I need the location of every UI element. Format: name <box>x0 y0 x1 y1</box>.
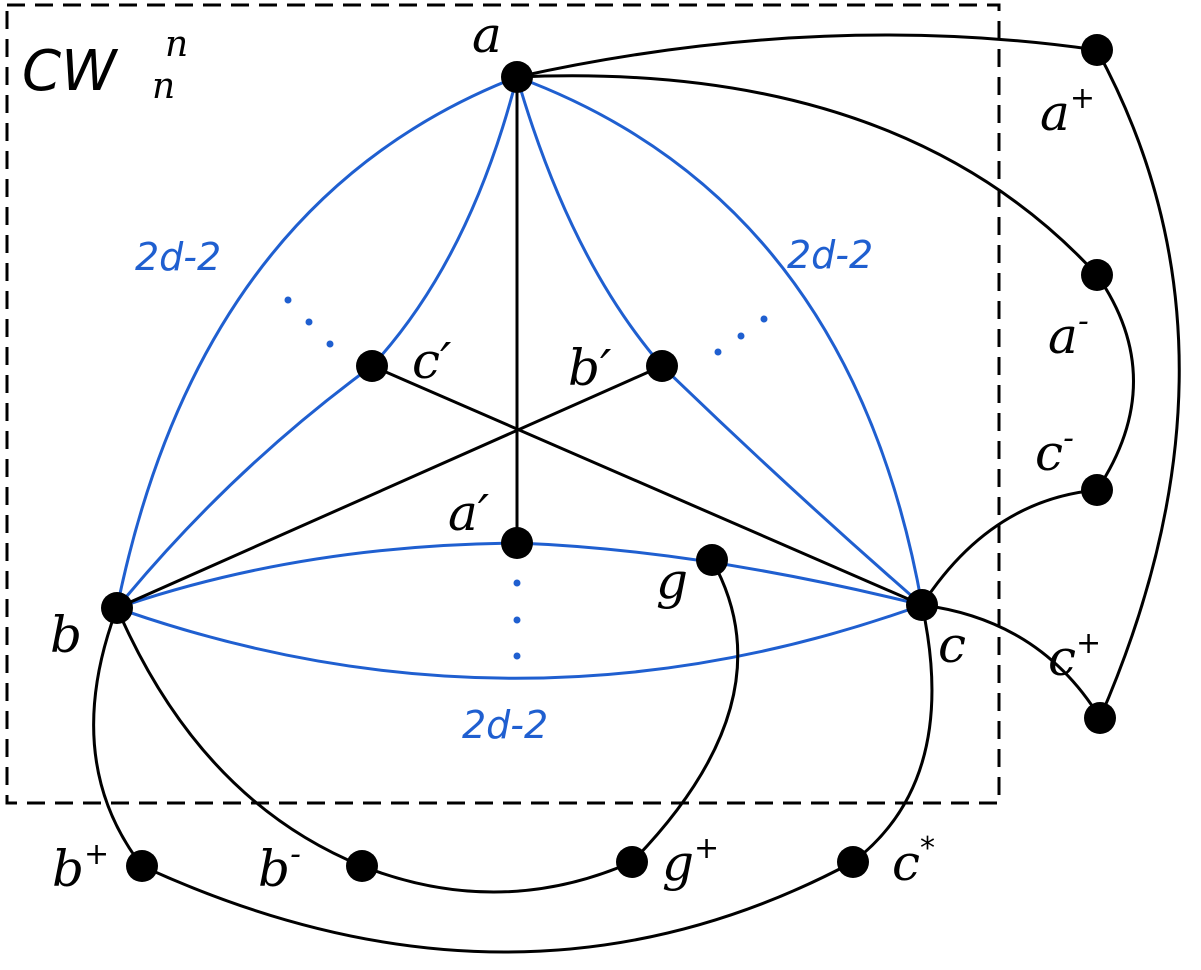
title: CW n n <box>22 24 188 107</box>
label-a: a <box>472 6 502 64</box>
label-c-minus: c- <box>1035 421 1074 482</box>
title-sup: n <box>165 24 188 65</box>
label-a-prime: a′ <box>448 484 490 542</box>
ellipsis-dots <box>284 296 768 660</box>
vertex-labels: a b c c′ b′ a′ g a+ a- c- c+ b+ b- g+ c* <box>50 6 1101 898</box>
vertex-c-minus <box>1081 474 1113 506</box>
label-g-plus: g+ <box>662 831 719 892</box>
edge-label-right: 2d-2 <box>787 233 873 277</box>
label-c-plus: c+ <box>1048 626 1101 687</box>
vertex-a <box>501 61 533 93</box>
edge-b-prime-c <box>660 364 923 607</box>
vertex-b-plus <box>126 850 158 882</box>
vertex-c-prime <box>356 350 388 382</box>
black-edges <box>116 77 923 610</box>
edge-a-a-plus <box>516 33 1098 79</box>
edge-g-plus-b-minus <box>361 860 633 894</box>
label-b-prime: b′ <box>568 339 612 397</box>
label-c-star: c* <box>892 831 935 892</box>
edge-a-c-outer <box>516 75 924 606</box>
vertex-b <box>101 592 133 624</box>
cw-box <box>5 3 1001 805</box>
vertex-g-plus <box>616 846 648 878</box>
label-g: g <box>656 552 688 610</box>
label-b-minus: b- <box>258 837 301 898</box>
vertex-b-minus <box>346 850 378 882</box>
vertex-c-star <box>837 846 869 878</box>
edge-b-b-minus <box>115 607 363 868</box>
label-b-plus: b+ <box>52 837 109 898</box>
vertex-a-prime <box>501 527 533 559</box>
edge-b-b-plus <box>92 607 144 867</box>
vertex-c <box>906 589 938 621</box>
edge-a-c-prime <box>370 76 519 368</box>
edge-label-left: 2d-2 <box>135 235 221 279</box>
edge-c-prime-c <box>371 364 923 607</box>
vertex-a-minus <box>1081 259 1113 291</box>
blue-edges <box>115 75 924 680</box>
label-c-prime: c′ <box>412 332 452 390</box>
edge-b-b-prime <box>116 364 663 610</box>
edge-c-c-star <box>852 604 934 864</box>
edge-a-b-outer <box>115 75 518 609</box>
label-a-plus: a+ <box>1040 81 1095 142</box>
vertex-c-plus <box>1084 702 1116 734</box>
label-b: b <box>50 606 82 664</box>
vertex-b-prime <box>646 350 678 382</box>
title-sub: n <box>152 66 175 107</box>
edge-c-c-plus <box>921 603 1102 719</box>
edge-b-plus-c-star <box>141 860 854 954</box>
edge-a-minus-c-minus <box>1095 274 1135 491</box>
label-c: c <box>938 616 966 674</box>
edge-g-g-plus <box>630 559 740 864</box>
outer-edges <box>92 33 1181 954</box>
edge-a-b-prime <box>515 76 664 367</box>
vertices <box>101 34 1116 882</box>
edge-a-a-minus <box>516 74 1099 277</box>
label-a-minus: a- <box>1048 304 1089 365</box>
edge-a-plus-c-plus <box>1095 49 1181 719</box>
vertex-a-plus <box>1081 34 1113 66</box>
vertex-g <box>696 544 728 576</box>
edge-c-c-minus <box>920 488 1098 606</box>
title-main: CW <box>22 39 119 104</box>
edge-b-c-lower <box>116 603 923 680</box>
edge-c-prime-b <box>115 364 373 609</box>
edge-label-bottom: 2d-2 <box>462 703 548 747</box>
